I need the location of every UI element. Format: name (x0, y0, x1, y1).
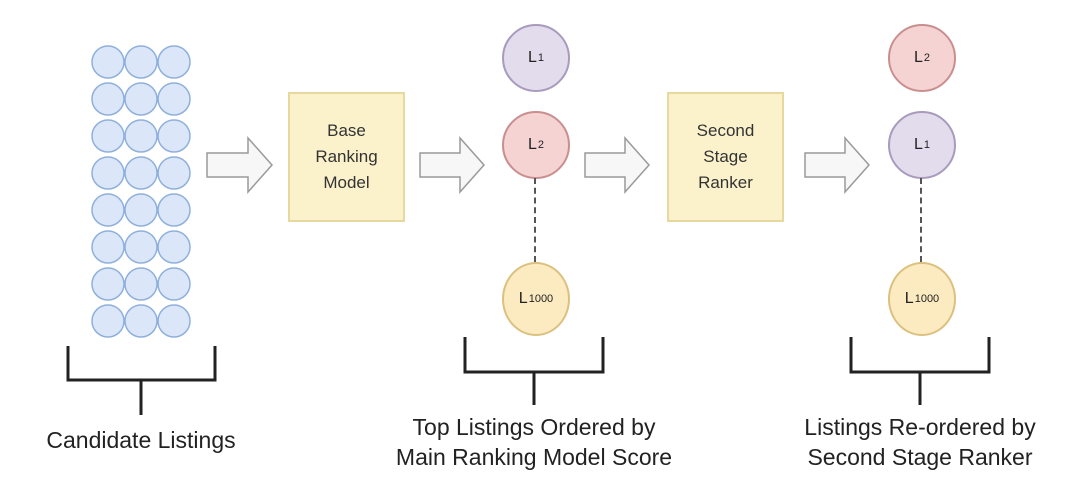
arrow-1 (206, 136, 274, 194)
candidate-listing-circle (157, 82, 191, 116)
candidate-listing-circle (91, 45, 125, 79)
candidate-listings-grid (91, 45, 191, 338)
candidate-listings-caption: Candidate Listings (46, 427, 236, 453)
candidate-listing-circle (124, 230, 158, 264)
second-stage-ranker-label: Second Stage Ranker (696, 121, 755, 192)
candidate-listing-circle (124, 45, 158, 79)
second-stage-ranker-box: Second Stage Ranker (667, 92, 784, 222)
candidate-listing-circle (91, 304, 125, 338)
bracket-stage2 (849, 337, 991, 405)
candidate-listing-circle (124, 82, 158, 116)
candidate-listing-circle (91, 119, 125, 153)
candidate-listing-circle (91, 193, 125, 227)
bracket-stage1 (463, 337, 605, 405)
candidate-listing-circle (91, 82, 125, 116)
candidate-listing-circle (157, 230, 191, 264)
candidate-listing-circle (157, 267, 191, 301)
candidate-listing-circle (124, 267, 158, 301)
arrow-3 (584, 136, 651, 194)
candidate-listing-circle (91, 230, 125, 264)
candidate-listing-circle (124, 156, 158, 190)
stage1-caption: Top Listings Ordered by Main Ranking Mod… (395, 414, 673, 470)
candidate-listing-circle (157, 119, 191, 153)
stage1-ellipsis-line (534, 178, 536, 262)
arrow-2 (419, 136, 486, 194)
candidate-listing-circle (157, 45, 191, 79)
candidate-listing-circle (124, 304, 158, 338)
candidate-listing-circle (91, 156, 125, 190)
arrow-4 (804, 136, 871, 194)
base-ranking-model-box: Base Ranking Model (288, 92, 405, 222)
stage2-caption: Listings Re-ordered by Second Stage Rank… (804, 414, 1036, 470)
base-ranking-model-label: Base Ranking Model (315, 121, 378, 192)
candidate-listing-circle (91, 267, 125, 301)
candidate-listing-circle (157, 304, 191, 338)
candidate-listing-circle (124, 193, 158, 227)
candidate-listing-circle (157, 193, 191, 227)
candidate-listing-circle (124, 119, 158, 153)
candidate-listing-circle (157, 156, 191, 190)
stage2-ellipsis-line (920, 178, 922, 262)
bracket-candidates (66, 346, 217, 415)
